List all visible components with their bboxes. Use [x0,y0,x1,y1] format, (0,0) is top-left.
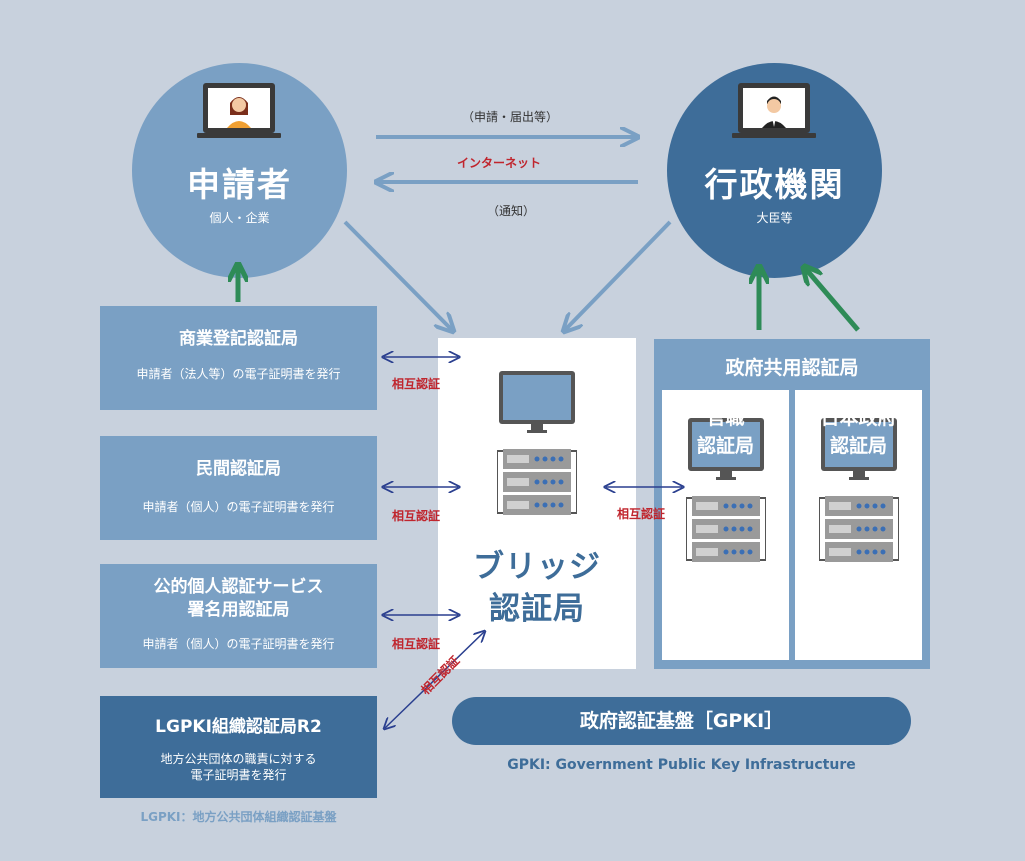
server-icon [497,371,577,515]
ca-description: 申請者（法人等）の電子証明書を発行 [136,367,341,381]
government-shared-ca-title: 政府共用認証局 [725,357,859,379]
bridge-ca-title: ブリッジ 認証局 [438,546,636,630]
internet-label: インターネット [457,156,542,170]
lgpki-ca: LGPKI組織認証局R2 地方公共団体の職責に対する 電子証明書を発行 [100,696,377,798]
ca-name-line2: 署名用認証局 [187,600,290,620]
japan-government-ca-line2: 認証局 [829,435,887,457]
applicant-to-bridge-arrow [343,220,452,330]
private-ca: 民間認証局 申請者（個人）の電子証明書を発行 [100,436,377,540]
agency-node: 行政機関 大臣等 [667,63,882,278]
bridge-ca: ブリッジ 認証局 [438,338,636,669]
official-position-ca-line2: 認証局 [696,435,754,457]
ca-name: LGPKI組織認証局R2 [155,717,322,737]
japan-government-ca: 日本政府 認証局 [795,390,922,660]
japan-government-ca-line1: 日本政府 [820,407,897,429]
commercial-registration-ca: 商業登記認証局 申請者（法人等）の電子証明書を発行 [100,306,377,410]
server-icon [686,418,766,562]
bridge-ca-title-line1: ブリッジ [473,549,601,585]
gpki-note: GPKI: Government Public Key Infrastructu… [507,757,856,773]
japan-government-ca-title: 日本政府 認証局 [795,404,922,460]
ca-name: 商業登記認証局 [179,329,298,349]
jpki-signing-ca: 公的個人認証サービス 署名用認証局 申請者（個人）の電子証明書を発行 [100,564,377,668]
agency-to-bridge-arrow [565,220,672,330]
mutual-cert-label-gov: 相互認証 [617,507,666,521]
internet-notify-label: （通知） [487,204,536,218]
ca-description: 申請者（個人）の電子証明書を発行 [142,500,335,514]
ca-description-line1: 地方公共団体の職責に対する [160,752,317,766]
internet-request-label: （申請・届出等） [462,110,559,124]
ca-description: 申請者（個人）の電子証明書を発行 [142,637,335,651]
applicant-node: 申請者 個人・企業 [132,63,347,278]
agency-title: 行政機関 [704,165,845,204]
applicant-subtitle: 個人・企業 [209,211,270,225]
mutual-cert-label-2: 相互認証 [392,509,441,523]
mutual-cert-arrow-lgpki [385,632,484,728]
government-shared-ca: 政府共用認証局 官職 認証局 [654,339,930,669]
official-position-ca-title: 官職 認証局 [662,404,789,460]
gpki-label: 政府認証基盤［GPKI］ [452,697,911,745]
ca-description-line2: 電子証明書を発行 [190,768,287,782]
laptop-woman-icon [197,83,281,138]
mutual-cert-label-1: 相互認証 [392,377,441,391]
official-position-ca: 官職 認証局 [662,390,789,660]
official-position-ca-line1: 官職 [706,407,745,429]
bridge-ca-title-line2: 認証局 [489,591,585,627]
applicant-title: 申請者 [187,165,292,204]
laptop-man-icon [732,83,816,138]
lgpki-note: LGPKI：地方公共団体組織認証基盤 [140,810,337,824]
shared-ca-to-agency-diagonal-arrow [805,268,860,332]
agency-subtitle: 大臣等 [756,211,793,225]
mutual-cert-label-3: 相互認証 [392,637,441,651]
ca-name: 民間認証局 [196,459,281,479]
server-icon [819,418,899,562]
ca-name-line1: 公的個人認証サービス [153,577,324,597]
